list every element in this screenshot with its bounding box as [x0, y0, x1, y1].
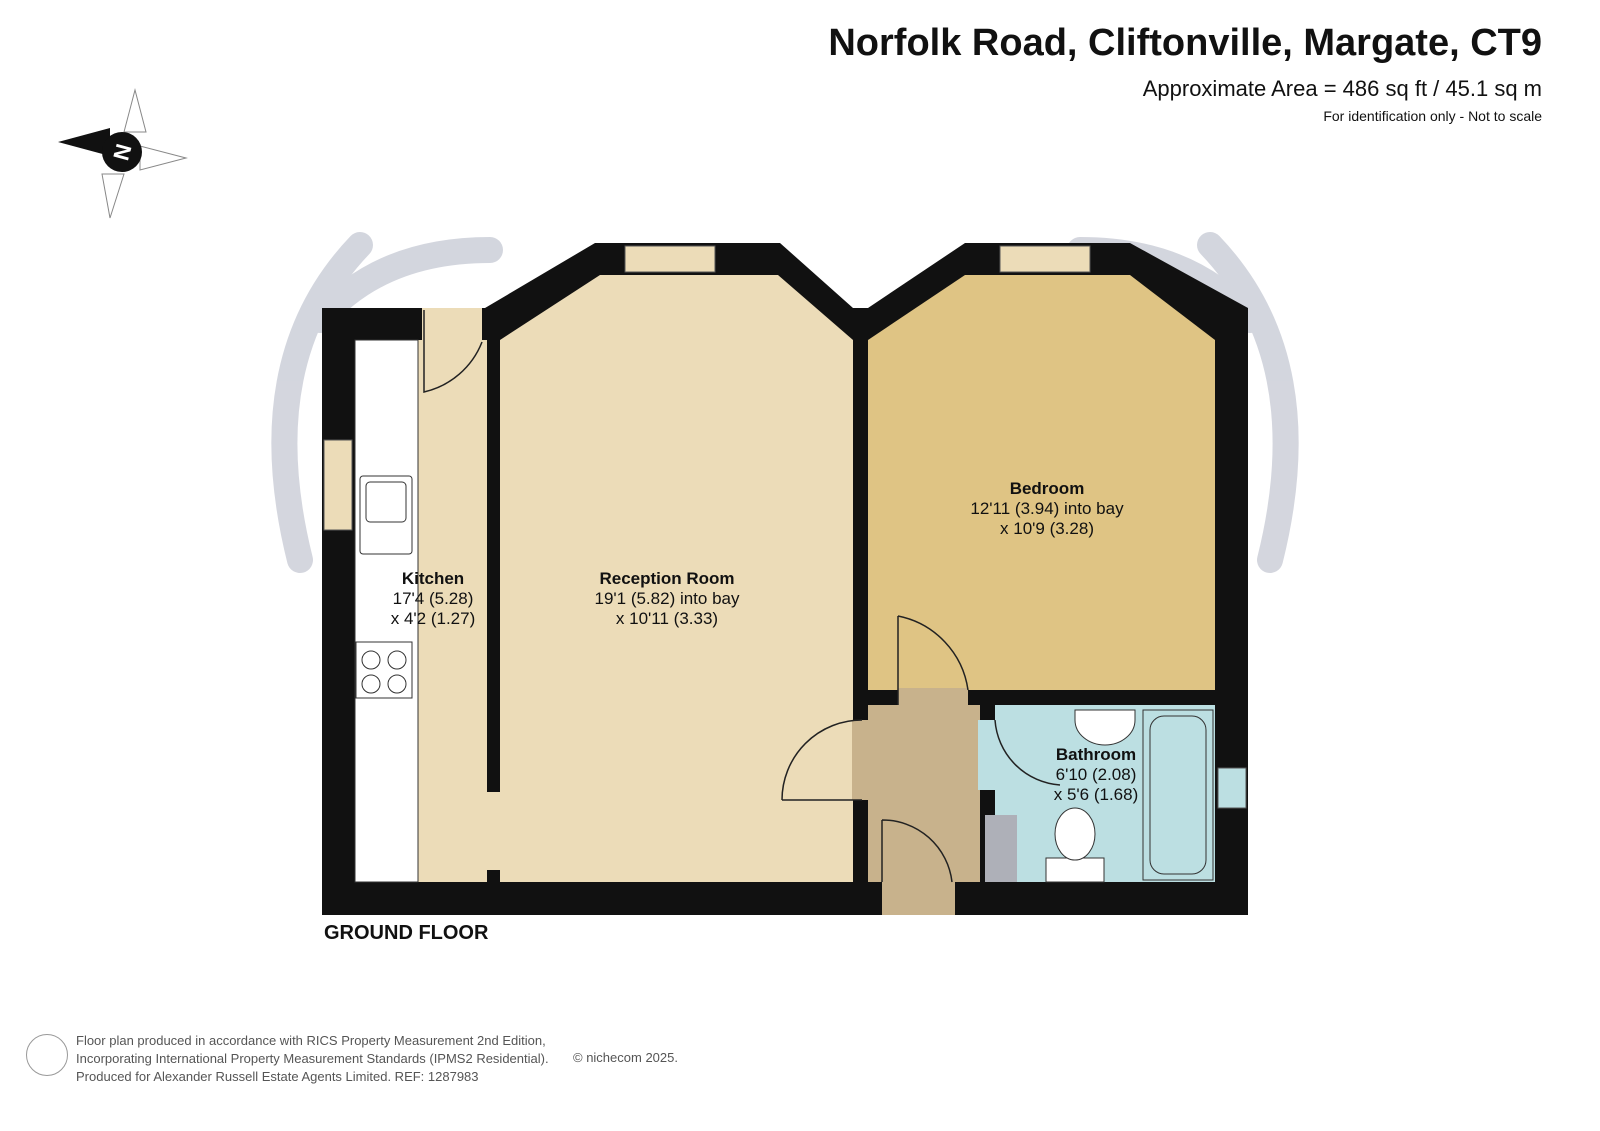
kitchen-reception-opening	[486, 792, 502, 870]
reception-dim1: 19'1 (5.82) into bay	[594, 589, 740, 608]
basin-icon	[1074, 709, 1136, 746]
bathroom-dim2: x 5'6 (1.68)	[1054, 785, 1139, 804]
kitchen-doorway	[422, 308, 482, 342]
entrance-opening	[882, 880, 955, 915]
hall-reception-opening	[852, 720, 870, 800]
bedroom-floor	[868, 275, 1215, 690]
person-icon	[26, 1034, 68, 1076]
copyright: © nichecom 2025.	[573, 1050, 678, 1065]
cupboard	[985, 815, 1017, 882]
door-swings	[423, 310, 1061, 883]
footer-line-2: Incorporating International Property Mea…	[76, 1051, 549, 1066]
reception-floor	[500, 275, 853, 882]
windows	[323, 245, 1247, 809]
bedroom-door-opening	[898, 688, 968, 707]
bathroom-name: Bathroom	[1056, 745, 1136, 764]
footer-text: Floor plan produced in accordance with R…	[76, 1032, 549, 1086]
bedroom-name: Bedroom	[1010, 479, 1085, 498]
bath-icon	[1142, 709, 1214, 881]
bedroom-dim2: x 10'9 (3.28)	[1000, 519, 1094, 538]
kitchen-counter	[354, 339, 419, 883]
compass-north-letter: N	[108, 141, 136, 163]
disclaimer-note: For identification only - Not to scale	[1323, 108, 1542, 124]
hob-icon	[355, 641, 413, 699]
bathroom-door-opening	[978, 720, 998, 790]
kitchen-dim1: 17'4 (5.28)	[393, 589, 474, 608]
toilet-icon	[1045, 807, 1105, 883]
reception-name: Reception Room	[599, 569, 734, 588]
footer-line-1: Floor plan produced in accordance with R…	[76, 1033, 546, 1048]
kitchen-name: Kitchen	[402, 569, 464, 588]
floor-label: GROUND FLOOR	[324, 922, 489, 944]
kitchen-dim2: x 4'2 (1.27)	[391, 609, 476, 628]
approximate-area: Approximate Area = 486 sq ft / 45.1 sq m	[1142, 76, 1542, 101]
footer-line-3: Produced for Alexander Russell Estate Ag…	[76, 1069, 479, 1084]
sink-icon	[359, 475, 413, 555]
compass-icon: N	[58, 88, 188, 219]
property-title: Norfolk Road, Cliftonville, Margate, CT9	[828, 22, 1542, 64]
bedroom-dim1: 12'11 (3.94) into bay	[970, 499, 1124, 518]
reception-dim2: x 10'11 (3.33)	[616, 609, 718, 628]
bathroom-dim1: 6'10 (2.08)	[1056, 765, 1137, 784]
hall-floor	[868, 705, 980, 882]
